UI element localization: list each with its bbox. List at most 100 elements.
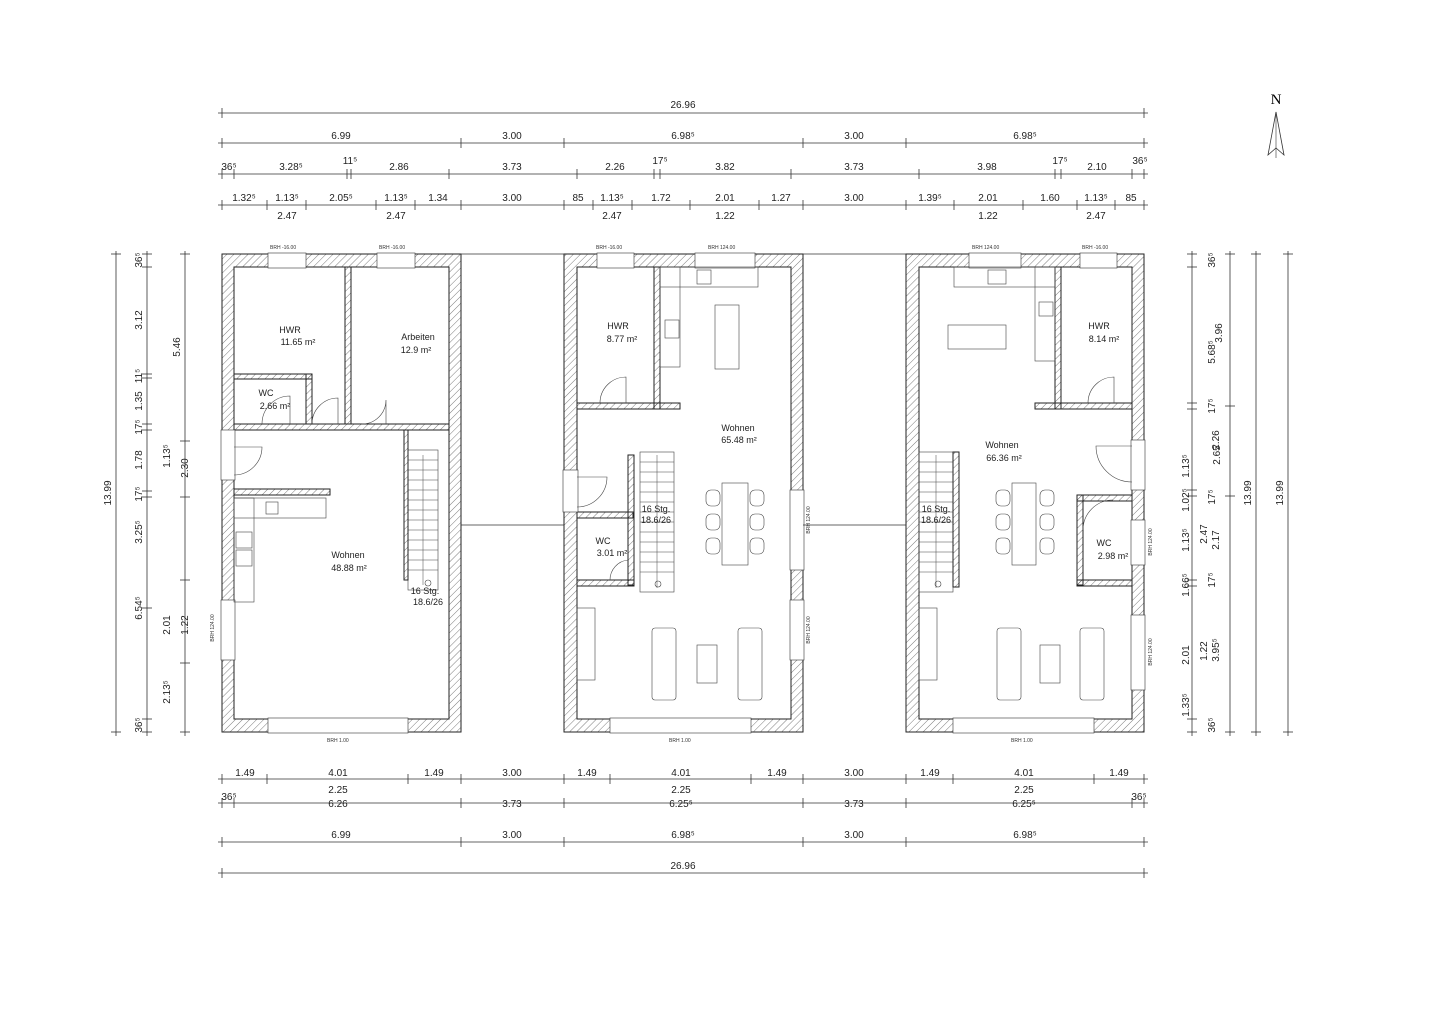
north-arrow-icon: N [1267, 92, 1285, 158]
dim-label: 2.47 [602, 211, 622, 222]
dim-label: 3.00 [844, 830, 864, 841]
dim-label: 1.49 [577, 768, 597, 779]
brh-label: BRH 1.00 [1011, 738, 1033, 744]
brh-label: BRH 1.00 [669, 738, 691, 744]
room-area: 3.01 m² [597, 548, 628, 558]
dim-label: 3.00 [502, 193, 522, 204]
dim-label: 17⁵ [134, 419, 145, 434]
dim-label: 2.26 [1211, 430, 1222, 450]
dim-label: 1.39⁵ [918, 193, 942, 204]
brh-label: BRH -16.00 [379, 245, 405, 251]
stair-ratio: 18.6/26 [921, 515, 951, 525]
room-name: HWR [607, 321, 629, 331]
dim-label: 1.49 [424, 768, 444, 779]
dim-label: 1.22 [1199, 641, 1210, 661]
dim-label: 3.82 [715, 162, 735, 173]
dim-label: 36⁵ [221, 792, 236, 803]
dim-label: 85 [1125, 193, 1137, 204]
dim-label: 2.01 [978, 193, 998, 204]
dim-label: 2.25 [328, 785, 348, 796]
dim-label: 6.98⁵ [671, 830, 695, 841]
dim-label: 6.99 [331, 131, 351, 142]
dim-label: 4.01 [671, 768, 691, 779]
dim-label: 3.00 [502, 830, 522, 841]
room-name: HWR [1088, 321, 1110, 331]
dim-top-row4b: 2.47 2.47 2.47 1.22 1.22 2.47 [277, 211, 1106, 222]
dim-label: 3.28⁵ [279, 162, 303, 173]
dim-label: 11⁵ [343, 156, 358, 167]
dim-label: 1.22 [978, 211, 998, 222]
room-labels: HWR 11.65 m² Arbeiten 12.9 m² WC 2.66 m²… [259, 321, 1129, 573]
dim-label: 17⁵ [652, 156, 667, 167]
room-name: WC [1097, 538, 1112, 548]
dim-label: 5.68⁵ [1207, 340, 1218, 364]
room-area: 11.65 m² [281, 337, 316, 347]
dim-label: 2.01 [162, 615, 173, 635]
dim-label: 1.66⁵ [1181, 573, 1192, 597]
dim-label: 3.00 [844, 768, 864, 779]
dim-label: 3.73 [502, 162, 522, 173]
dim-label: 1.49 [1109, 768, 1129, 779]
dim-label: 1.13⁵ [162, 444, 173, 468]
dim-label: 6.54⁵ [134, 596, 145, 620]
dim-label: 2.13⁵ [162, 680, 173, 704]
room-area: 2.98 m² [1098, 551, 1129, 561]
dim-label: 17⁵ [1207, 572, 1218, 587]
dim-label: 36⁵ [1207, 717, 1218, 732]
brh-label: BRH 1.00 [327, 738, 349, 744]
dim-label: 1.13⁵ [384, 193, 408, 204]
dim-label: 1.22 [180, 615, 191, 635]
brh-label: BRH 124.00 [210, 614, 216, 641]
dim-right-a: 36⁵ 5.68⁵ 17⁵ 2.26 1.13⁵ 1.02⁵ 17⁵ 2.47 … [1181, 252, 1222, 732]
brh-label: BRH 124.00 [972, 245, 999, 251]
dim-label: 3.00 [844, 193, 864, 204]
dim-label: 1.78 [134, 450, 145, 470]
dim-label: 85 [572, 193, 584, 204]
dim-label: 3.12 [134, 310, 145, 330]
dim-label: 3.95⁵ [1211, 638, 1222, 662]
brh-label: BRH -16.00 [270, 245, 296, 251]
dim-label: 1.49 [920, 768, 940, 779]
dim-label: 6.98⁵ [1013, 131, 1037, 142]
dim-label: 1.22 [715, 211, 735, 222]
dim-bottom-row3: 6.99 3.00 6.98⁵ 3.00 6.98⁵ [331, 830, 1037, 841]
brh-label: BRH 124.00 [1148, 638, 1154, 665]
room-area: 66.36 m² [986, 453, 1022, 463]
dim-bottom-total: 26.96 [670, 861, 695, 872]
dim-label: 3.00 [502, 768, 522, 779]
dim-label: 36⁵ [134, 717, 145, 732]
dim-label: 2.01 [1181, 645, 1192, 665]
dim-label: 1.49 [235, 768, 255, 779]
dim-label: 3.73 [844, 162, 864, 173]
dim-label: 6.98⁵ [671, 131, 695, 142]
dim-label: 17⁵ [1052, 156, 1067, 167]
room-area: 2.66 m² [260, 401, 291, 411]
dim-label: 17⁵ [134, 486, 145, 501]
dim-left-mid: 36⁵ 3.12 11⁵ 1.35 17⁵ 1.78 17⁵ 3.25⁵ 6.5… [134, 252, 173, 732]
room-area: 65.48 m² [721, 435, 757, 445]
dim-label: 36⁵ [1207, 252, 1218, 267]
dim-top-row2: 6.99 3.00 6.98⁵ 3.00 6.98⁵ [331, 131, 1037, 142]
dim-right-396: 3.96 [1214, 323, 1225, 343]
bottom-dimension-lines: 1.49 4.01 1.49 3.00 1.49 4.01 1.49 3.00 … [218, 768, 1148, 878]
brh-label: BRH -16.00 [596, 245, 622, 251]
dim-label: 2.26 [605, 162, 625, 173]
dim-bottom-row2a: 2.25 2.25 2.25 [328, 785, 1034, 796]
left-dimension-lines: 13.99 36⁵ 3.12 11⁵ 1.35 17⁵ 1.78 17⁵ 3.2… [103, 251, 191, 736]
brh-label: BRH 124.00 [1148, 528, 1154, 555]
dim-label: 36⁵ [221, 162, 236, 173]
dim-label: 1.13⁵ [1084, 193, 1108, 204]
dim-label: 3.25⁵ [134, 520, 145, 544]
dim-label: 3.00 [502, 131, 522, 142]
house-middle [562, 252, 805, 734]
dim-label: 1.34 [428, 193, 448, 204]
dim-label: 11⁵ [134, 369, 145, 384]
dim-label: 6.25⁵ [1012, 799, 1036, 810]
dim-label: 3.73 [844, 799, 864, 810]
stair-steps: 16 Stg. [411, 586, 440, 596]
dim-label: 1.33⁵ [1181, 693, 1192, 717]
stair-ratio: 18.6/26 [413, 597, 443, 607]
dim-label: 1.02⁵ [1181, 488, 1192, 512]
dim-label: 2.30 [180, 458, 191, 478]
dim-label: 4.01 [328, 768, 348, 779]
